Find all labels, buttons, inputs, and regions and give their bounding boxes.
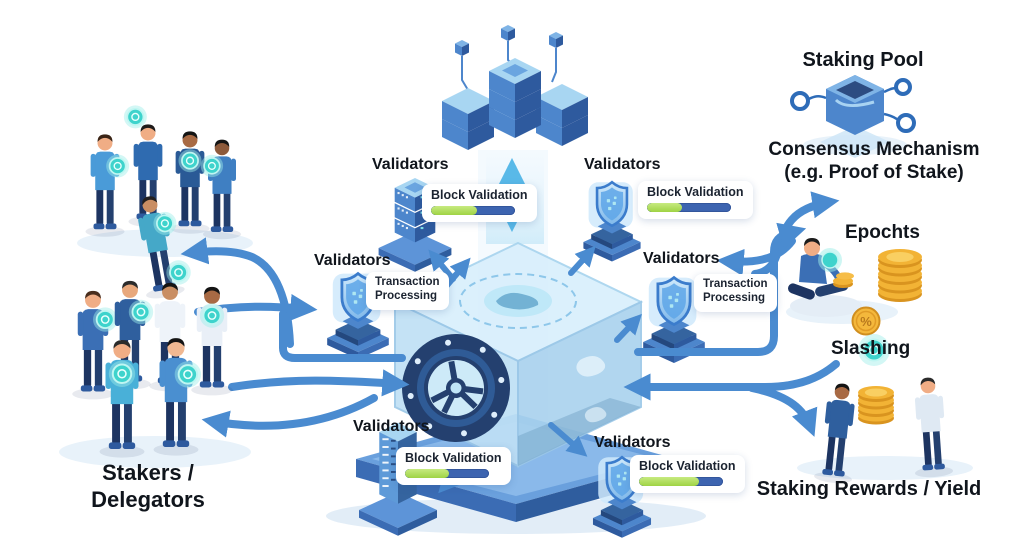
person [153,338,202,456]
person [138,196,185,299]
gold-coin-stack-icon [878,249,922,302]
block-validation-tag: Block Validation [638,181,753,219]
arrow-midright-to-cube [614,313,642,343]
percent-coin-icon: % [851,306,881,336]
people-layer [72,105,954,484]
reward-token-icon [858,334,890,366]
progress-bar [431,206,515,215]
person [85,134,130,237]
blockchain-cluster-icon [442,25,588,150]
validator-label-mid-right: Validators [643,250,720,267]
validator-label-bottom-right: Validators [594,434,671,451]
person [914,377,954,478]
arrow-stakers-to-cube [228,369,410,397]
slashing-label: Slashing [831,338,911,359]
arrow-cube-to-topright [568,245,596,276]
vault-door-icon [402,334,510,442]
gold-coin-stack-icon [858,386,894,425]
staking-rewards-label: Staking Rewards / Yield [756,478,982,500]
person [191,286,233,396]
transaction-processing-tag: Transaction Processing [694,274,777,313]
mini-cube-icon [455,25,563,56]
person [814,383,855,484]
percent-symbol: % [860,314,872,329]
staking-pool-label: Staking Pool [802,49,924,71]
arrow-to-rewards [748,384,818,437]
person-epochs [787,238,862,317]
validator-label-top-right: Validators [584,156,661,173]
progress-bar [405,469,489,478]
progress-bar [639,477,723,486]
validator-label-mid-left: Validators [314,252,391,269]
arrow-cube-to-bottomright [548,422,588,457]
person [170,131,210,234]
validator-label-top-left: Validators [372,156,449,173]
person [72,290,118,400]
block-validation-tag: Block Validation [396,447,511,485]
block-validation-tag: Block Validation [422,184,537,222]
consensus-mechanism-label: Consensus Mechanism (e.g. Proof of Stake… [768,139,980,184]
transaction-processing-tag: Transaction Processing [366,272,449,311]
validator-label-bottom-left: Validators [353,418,430,435]
progress-bar [647,203,731,212]
stakers-delegators-label: Stakers / Delegators [91,460,205,512]
arrow-to-lower-stakers [201,394,378,438]
person [99,340,145,458]
epochs-label: Epochts [845,222,920,243]
person [200,139,242,240]
connector-stakers-cube [279,310,406,362]
arrow-right-to-cube [623,360,840,401]
staking-pool-icon [790,75,916,158]
block-validation-tag: Block Validation [630,455,745,493]
